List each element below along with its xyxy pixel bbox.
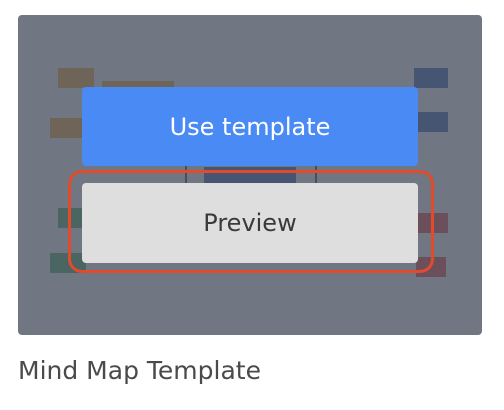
template-card[interactable]: Use template Preview — [18, 15, 482, 335]
preview-button[interactable]: Preview — [82, 183, 418, 263]
use-template-button[interactable]: Use template — [82, 87, 418, 166]
hover-overlay — [18, 15, 482, 335]
template-title: Mind Map Template — [18, 356, 261, 385]
